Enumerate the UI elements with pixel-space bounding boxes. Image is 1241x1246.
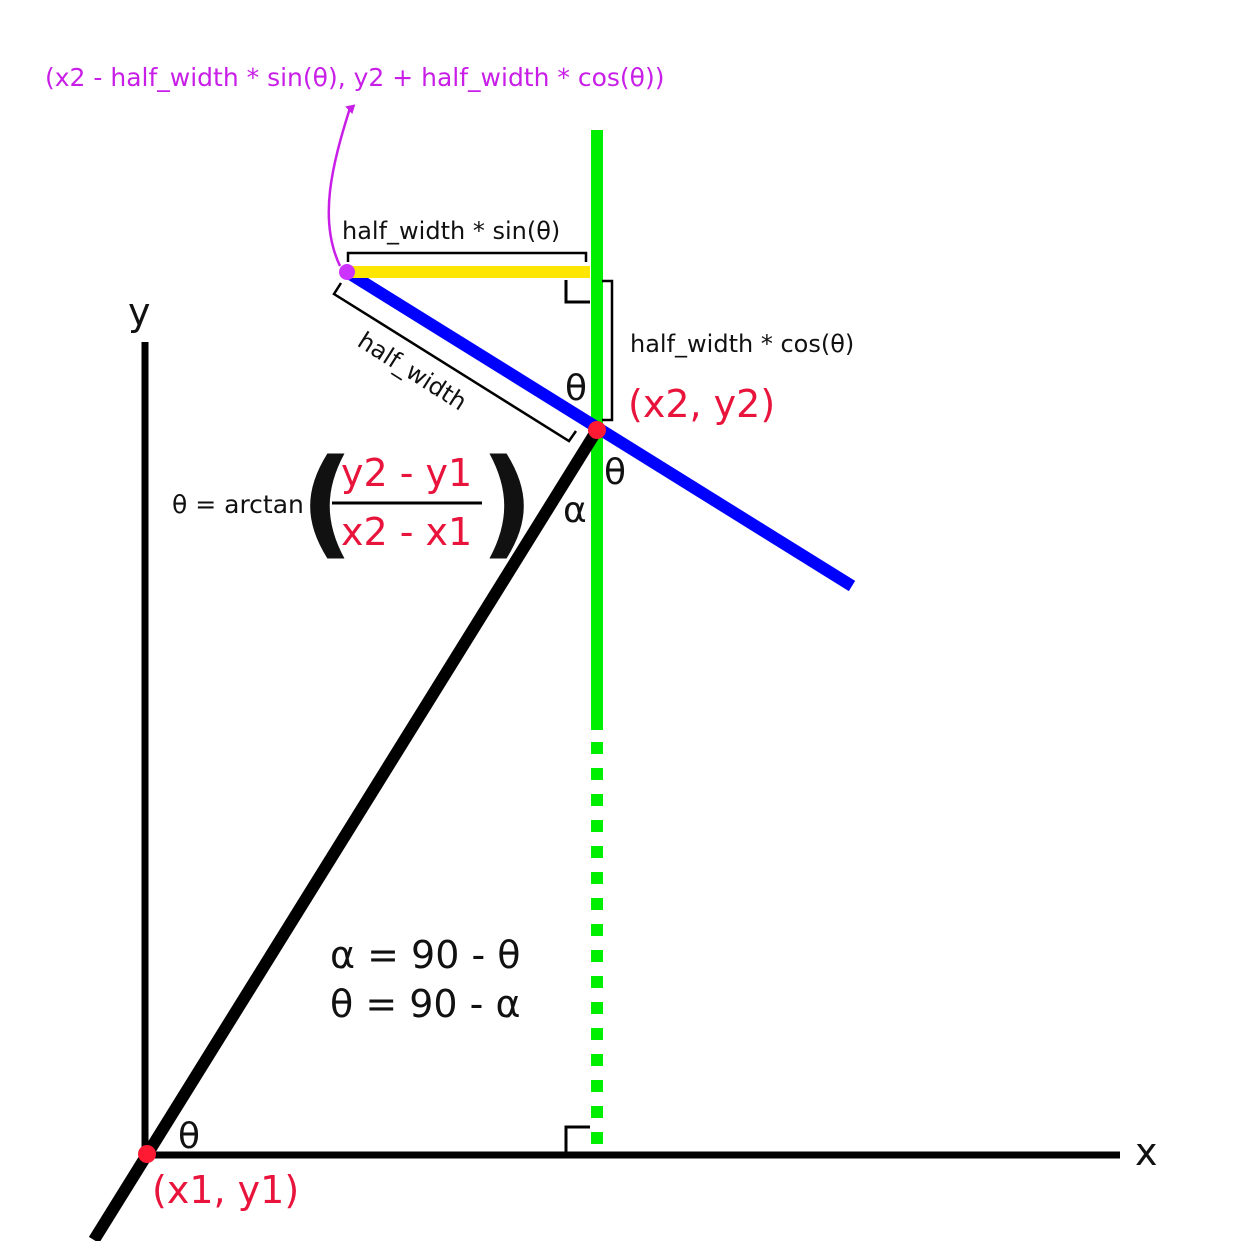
theta-origin-label: θ: [178, 1116, 200, 1157]
cos-label: half_width * cos(θ): [630, 330, 854, 358]
formula-paren-right: ): [480, 433, 534, 571]
theta-equation: θ = 90 - α: [330, 982, 521, 1026]
right-angle-marker-bottom: [564, 1125, 590, 1152]
cos-bracket: [602, 279, 614, 422]
alpha-equation: α = 90 - θ: [330, 933, 521, 977]
sin-bracket: [346, 251, 588, 262]
right-angle-marker-top: [564, 280, 590, 304]
formula-numerator: y2 - y1: [341, 451, 472, 495]
theta-formula-prefix: θ = arctan: [172, 490, 304, 519]
sin-label: half_width * sin(θ): [342, 217, 560, 245]
half-width-bracket: [332, 282, 578, 443]
x-axis-label: x: [1135, 1130, 1158, 1174]
point-p2: [588, 421, 606, 439]
corner-point: [339, 264, 355, 280]
segment-p1-p2: [88, 426, 603, 1244]
theta-p2-label: θ: [604, 452, 626, 493]
corner-formula-label: (x2 - half_width * sin(θ), y2 + half_wid…: [45, 63, 664, 92]
formula-denominator: x2 - x1: [341, 510, 472, 554]
p1-label: (x1, y1): [152, 1168, 299, 1212]
corner-arrow: [327, 104, 356, 267]
theta-top-label: θ: [565, 368, 587, 409]
point-p1: [138, 1145, 156, 1163]
alpha-label: α: [563, 490, 587, 531]
y-axis-label: y: [128, 290, 151, 334]
p2-label: (x2, y2): [628, 382, 775, 426]
